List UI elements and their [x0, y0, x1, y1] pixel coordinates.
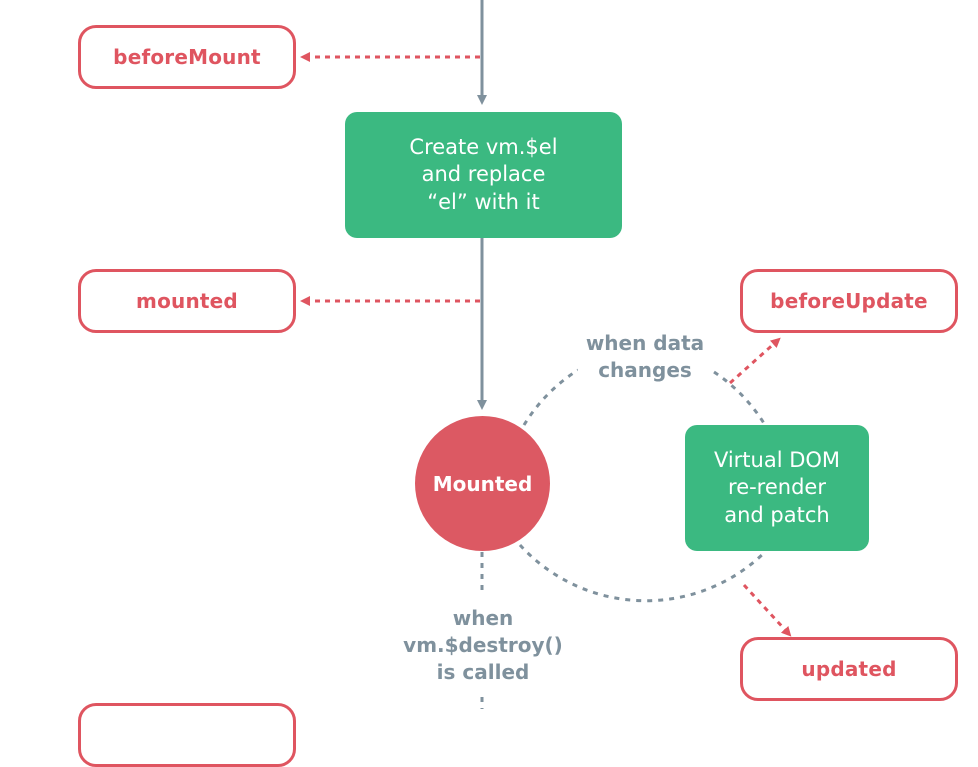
update-cycle-arc-bottom — [518, 543, 767, 603]
process-create-el: Create vm.$el and replace “el” with it — [345, 112, 622, 238]
hook-label: beforeUpdate — [770, 289, 928, 313]
state-label: Mounted — [432, 471, 533, 496]
update-cycle-arc-top-left — [522, 368, 579, 426]
process-virtual-dom: Virtual DOM re-render and patch — [685, 425, 869, 551]
note-destroy: when vm.$destroy() is called — [398, 605, 568, 686]
hook-partial-bottom — [78, 703, 296, 767]
state-mounted: Mounted — [415, 416, 550, 551]
process-line: and patch — [724, 502, 830, 527]
lifecycle-connectors — [300, 0, 792, 709]
hook-mounted: mounted — [78, 269, 296, 333]
note-line: vm.$destroy() — [403, 633, 563, 657]
process-line: Create vm.$el — [409, 134, 558, 159]
hook-label: mounted — [136, 289, 238, 313]
hook-before-update: beforeUpdate — [740, 269, 958, 333]
hook-updated: updated — [740, 637, 958, 701]
process-line: Virtual DOM — [713, 447, 841, 472]
note-line: changes — [598, 358, 692, 382]
process-line: “el” with it — [427, 189, 540, 214]
updated-arrow — [742, 583, 792, 637]
hook-label: beforeMount — [113, 45, 261, 69]
note-line: is called — [436, 660, 530, 684]
process-line: re-render — [728, 475, 826, 500]
hook-label: updated — [801, 657, 897, 681]
note-data-changes: when data changes — [578, 330, 712, 384]
before-update-arrow — [729, 337, 781, 385]
update-cycle-arc-top-right — [713, 370, 767, 426]
hook-before-mount: beforeMount — [78, 25, 296, 89]
note-line: when data — [585, 331, 705, 355]
note-line: when — [452, 606, 514, 630]
process-line: and replace — [421, 162, 546, 187]
